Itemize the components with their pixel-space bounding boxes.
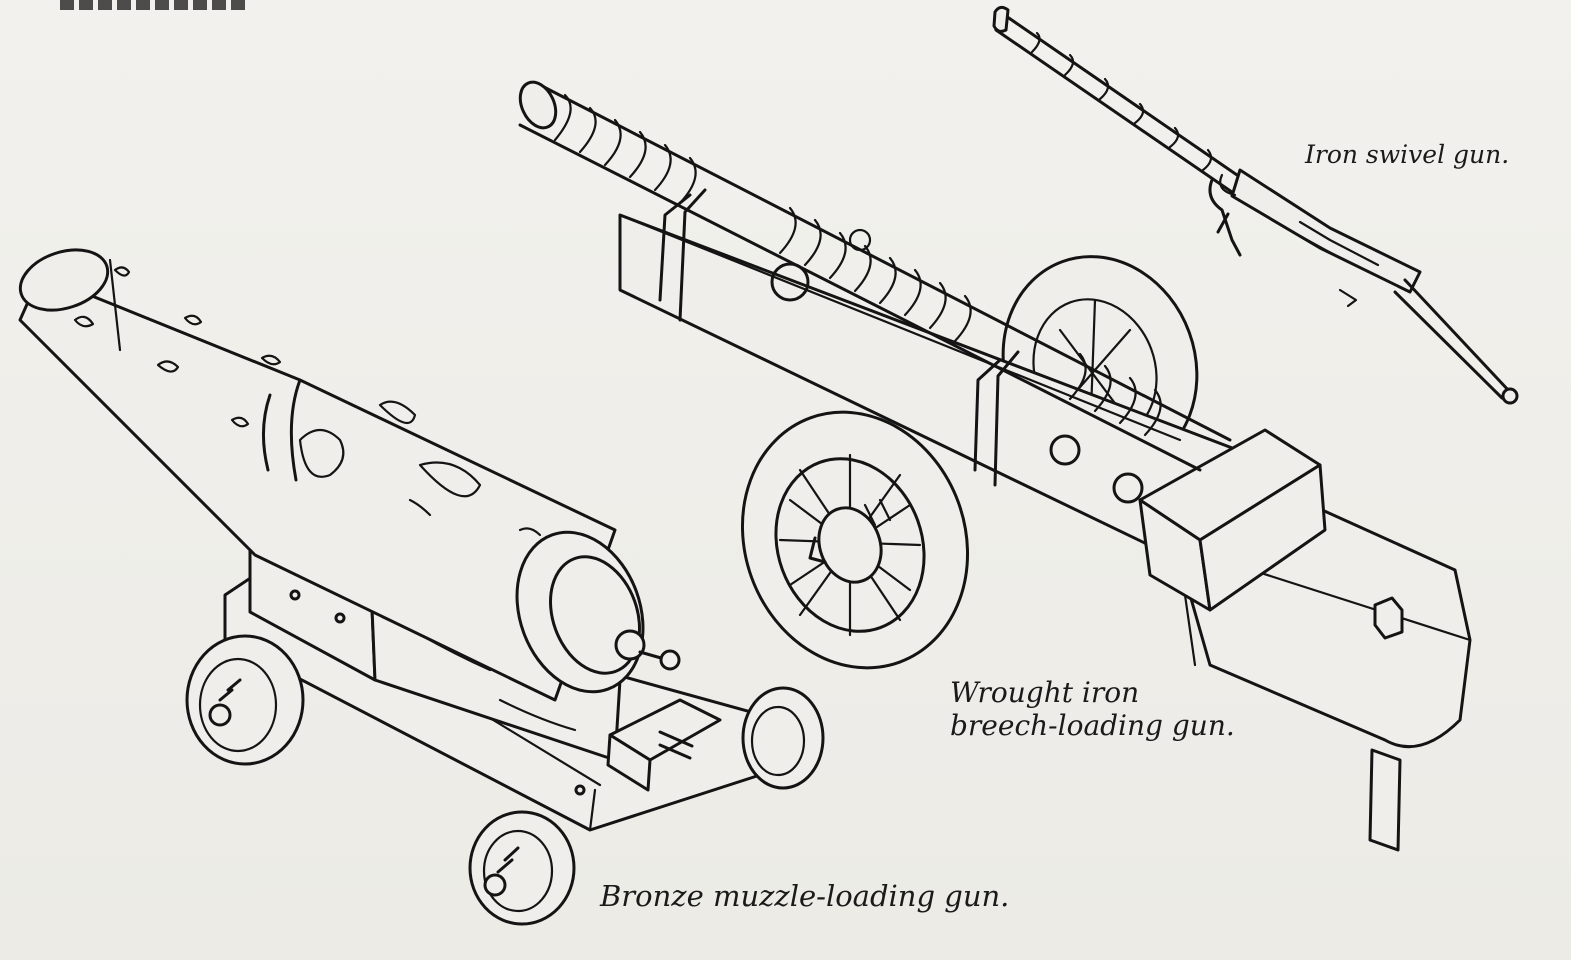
wrought-iron-breech-loading-gun-illustration [518,80,1472,852]
iron-swivel-gun-caption: Iron swivel gun. [1305,140,1510,169]
bronze-muzzle-loading-gun-caption: Bronze muzzle-loading gun. [600,879,1010,913]
wrought-iron-caption-line-1: Wrought iron [950,676,1140,709]
iron-swivel-gun-illustration [992,5,1519,405]
bronze-muzzle-loading-gun-illustration [18,248,825,926]
wrought-iron-caption-line-2: breech-loading gun. [950,709,1235,743]
wrought-iron-gun-caption: Wrought iron breech-loading gun. [950,676,1235,742]
cropped-text-fragment [60,0,250,12]
